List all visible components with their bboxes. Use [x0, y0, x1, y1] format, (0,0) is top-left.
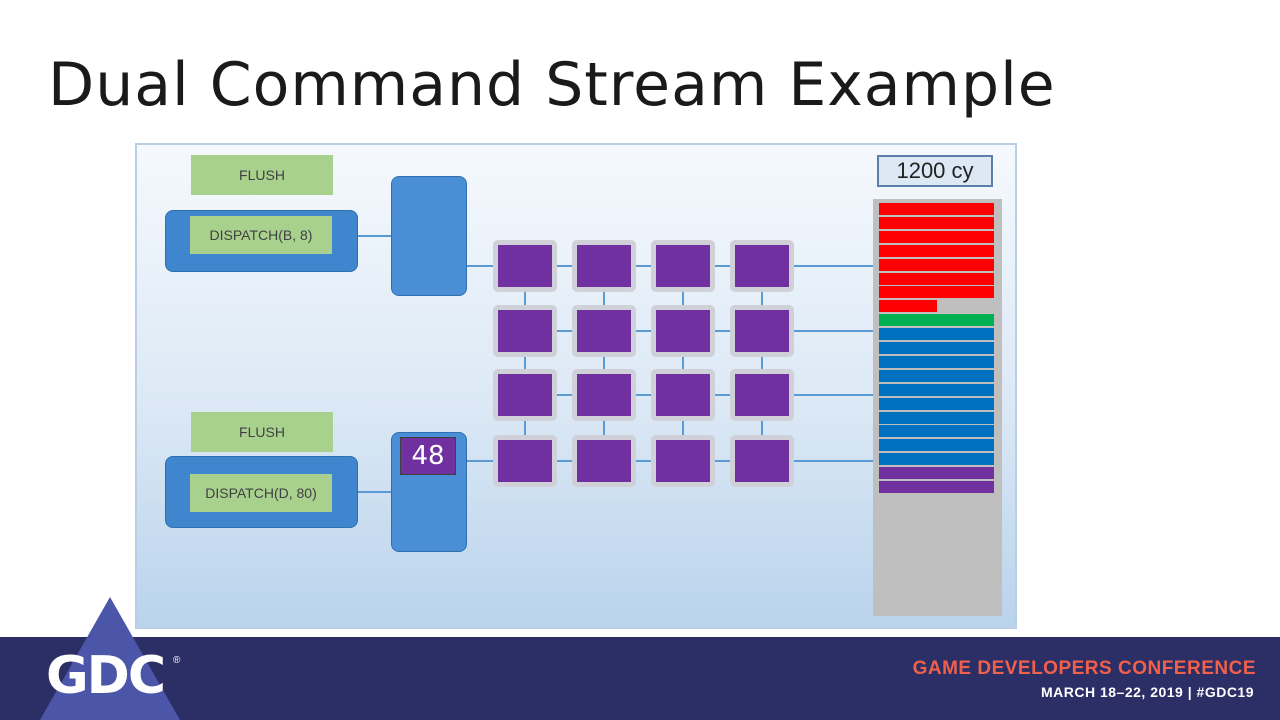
connector-line [682, 292, 684, 305]
compute-core [577, 245, 631, 287]
timeline-bar [879, 272, 994, 285]
compute-core [577, 374, 631, 416]
timeline-bar [879, 244, 994, 257]
timeline-bar [879, 230, 994, 243]
connector-line [524, 421, 526, 435]
timeline-bar [879, 383, 994, 396]
connector-line [682, 357, 684, 369]
conference-dates: MARCH 18–22, 2019 | #GDC19 [1040, 684, 1254, 700]
compute-unit [651, 305, 715, 357]
conference-name: GAME DEVELOPERS CONFERENCE [912, 658, 1256, 679]
timeline-bar [879, 425, 994, 438]
connector-line [794, 460, 879, 462]
connector-line [557, 265, 572, 267]
connector-line [603, 292, 605, 305]
connector-line [636, 265, 651, 267]
connector-line [557, 394, 572, 396]
compute-unit [493, 435, 557, 487]
connector-line [715, 460, 730, 462]
compute-core [656, 310, 710, 352]
slide-title: Dual Command Stream Example [48, 50, 1056, 120]
connector-line [603, 421, 605, 435]
connector-line [794, 394, 879, 396]
timeline-bar [879, 467, 994, 480]
connector-line [524, 357, 526, 369]
compute-core [735, 440, 789, 482]
timeline-bar [879, 300, 937, 313]
compute-unit [651, 369, 715, 421]
compute-core [498, 245, 552, 287]
connector-line [557, 460, 572, 462]
compute-unit [493, 305, 557, 357]
flush-label-1: FLUSH [191, 155, 333, 195]
compute-unit [572, 305, 636, 357]
compute-core [656, 374, 710, 416]
flush-label-2: FLUSH [191, 412, 333, 452]
compute-unit [572, 435, 636, 487]
gdc-logo-text: GDC [46, 646, 166, 706]
compute-core [498, 440, 552, 482]
compute-core [498, 310, 552, 352]
compute-core [735, 374, 789, 416]
connector-line [358, 235, 392, 237]
timeline-bar [879, 411, 994, 424]
connector-line [761, 292, 763, 305]
compute-unit [493, 369, 557, 421]
footer-band [0, 637, 1280, 720]
compute-core [656, 245, 710, 287]
compute-unit [651, 240, 715, 292]
compute-core [498, 374, 552, 416]
connector-line [636, 330, 651, 332]
compute-unit [730, 435, 794, 487]
gdc-triangle-logo [40, 597, 180, 720]
compute-unit [730, 305, 794, 357]
compute-core [577, 440, 631, 482]
connector-line [636, 460, 651, 462]
dispatch-label-2: DISPATCH(D, 80) [190, 474, 332, 512]
compute-core [735, 245, 789, 287]
connector-line [636, 394, 651, 396]
timeline-bar [879, 314, 994, 327]
connector-line [715, 330, 730, 332]
compute-unit [572, 240, 636, 292]
timeline-bar [879, 355, 994, 368]
compute-core [656, 440, 710, 482]
connector-line [715, 394, 730, 396]
connector-line [603, 357, 605, 369]
connector-line [794, 330, 879, 332]
compute-unit [572, 369, 636, 421]
timeline-bar [879, 328, 994, 341]
connector-line [467, 265, 493, 267]
connector-line [761, 357, 763, 369]
connector-line [557, 330, 572, 332]
compute-unit [493, 240, 557, 292]
connector-line [358, 491, 392, 493]
compute-unit [730, 369, 794, 421]
timeline-bar [879, 203, 994, 215]
connector-line [524, 292, 526, 305]
timeline-bar [879, 481, 994, 493]
compute-unit [651, 435, 715, 487]
timeline-bar [879, 258, 994, 271]
dispatch-label-1: DISPATCH(B, 8) [190, 216, 332, 254]
connector-line [467, 460, 493, 462]
timeline-bar [879, 216, 994, 229]
timeline-bar [879, 397, 994, 410]
timeline-bar [879, 439, 994, 452]
connector-line [794, 265, 879, 267]
timeline-bar [879, 286, 994, 299]
connector-line [682, 421, 684, 435]
pipe-block-1 [391, 176, 467, 296]
compute-unit [730, 240, 794, 292]
timeline-bar [879, 453, 994, 466]
cycle-count-label: 1200 cy [877, 155, 993, 187]
compute-core [577, 310, 631, 352]
connector-line [715, 265, 730, 267]
connector-line [761, 421, 763, 435]
compute-core [735, 310, 789, 352]
timeline-bar [879, 369, 994, 382]
wave-counter: 48 [400, 437, 456, 475]
timeline-bar [879, 342, 994, 354]
registered-mark: ® [173, 655, 181, 666]
